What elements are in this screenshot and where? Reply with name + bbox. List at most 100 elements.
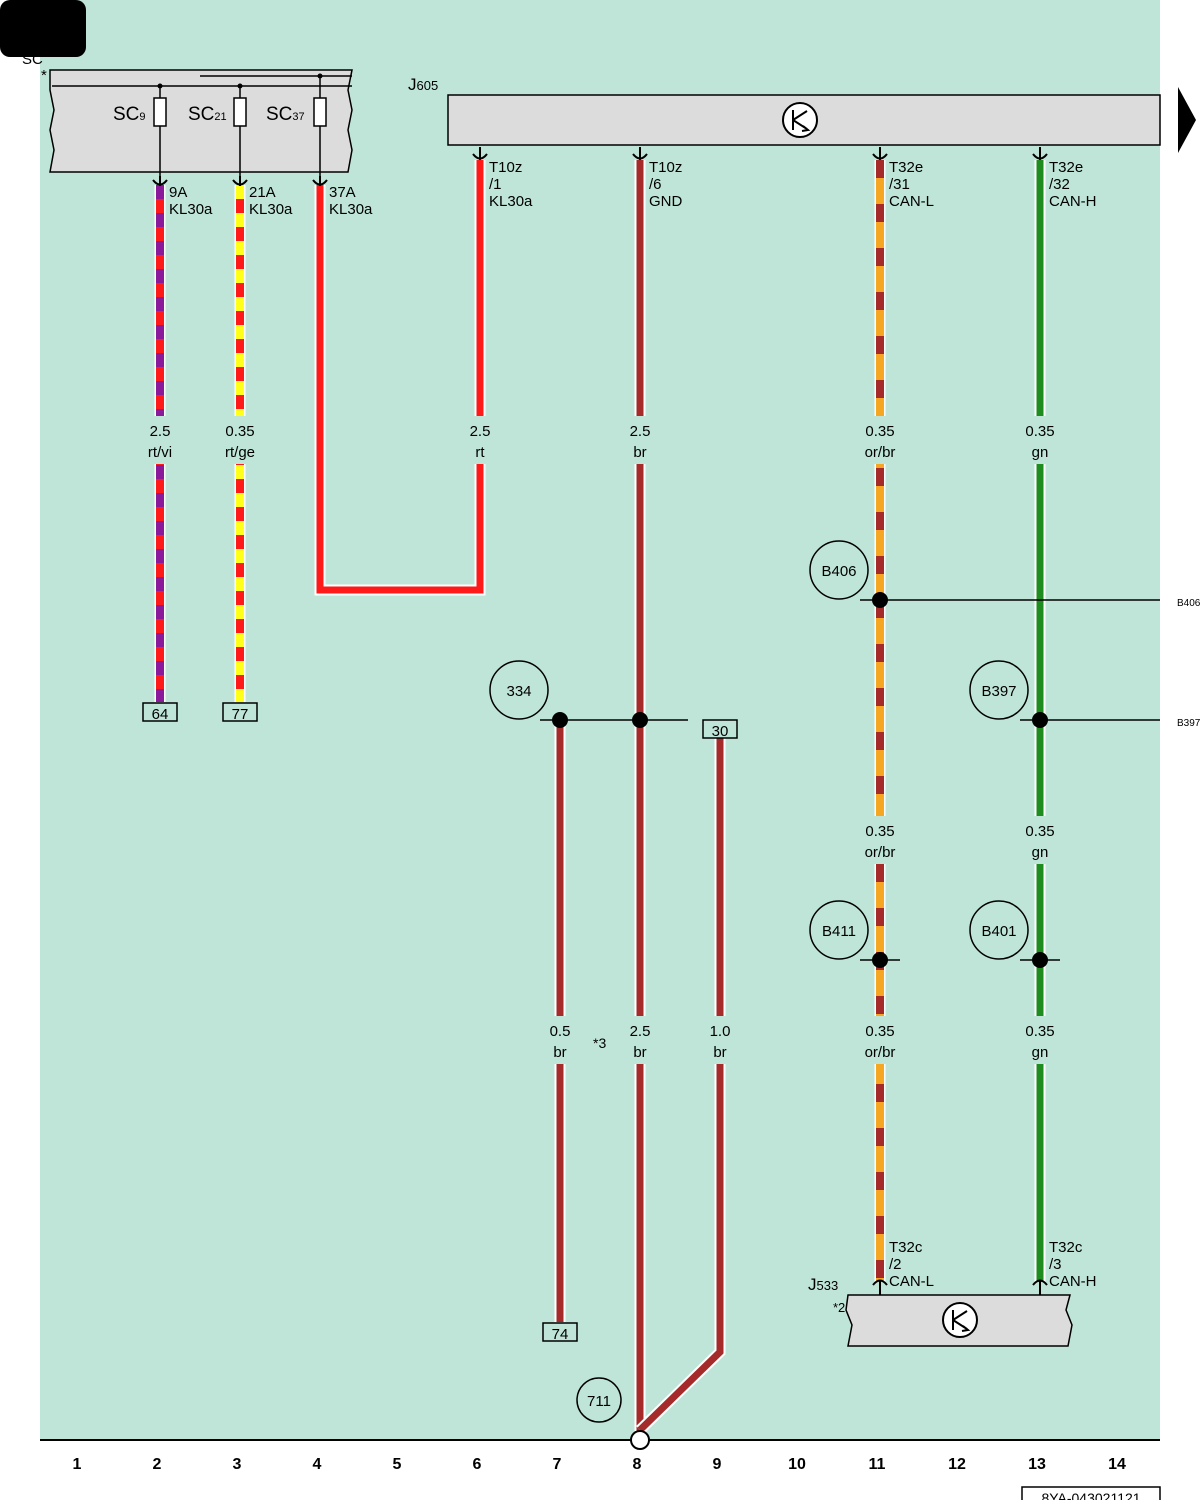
doc-code: 8YA-043021121 <box>1041 1490 1140 1500</box>
wire-color: or/br <box>865 844 896 861</box>
wire-size: 2.5 <box>150 423 171 440</box>
wire-color: br <box>633 444 646 461</box>
fuse-sc21-icon <box>233 97 247 127</box>
wire-label-gaps <box>150 416 1050 1064</box>
svg-text:KL30a: KL30a <box>249 201 293 218</box>
electronic-module-icon <box>782 102 818 138</box>
svg-text:6: 6 <box>473 1456 482 1473</box>
svg-text:37A: 37A <box>329 184 356 201</box>
svg-text:KL30a: KL30a <box>169 201 213 218</box>
wire-color: gn <box>1032 444 1049 461</box>
column-numbers: 1 2 3 4 5 6 7 8 9 10 11 12 13 14 <box>73 1456 1126 1473</box>
module-j533 <box>845 1294 1073 1347</box>
splice-labels: B406 334 B397 B411 B401 711 <box>489 540 1029 1423</box>
svg-text:CAN-L: CAN-L <box>889 193 934 210</box>
svg-text:/31: /31 <box>889 176 910 193</box>
note-3: *3 <box>593 1035 606 1051</box>
wire-color: gn <box>1032 844 1049 861</box>
svg-text:CAN-H: CAN-H <box>1049 1273 1097 1290</box>
wire-color: rt/vi <box>148 444 172 461</box>
svg-text:77: 77 <box>232 706 249 723</box>
svg-text:2: 2 <box>153 1456 162 1473</box>
svg-text:/1: /1 <box>489 176 502 193</box>
fuse-sc9-icon <box>153 97 167 127</box>
wire-color: rt <box>475 444 485 461</box>
fuse-sc37-icon <box>313 97 327 127</box>
sc-title: SC <box>22 51 43 68</box>
module-j605 <box>447 87 1196 153</box>
svg-text:B397: B397 <box>981 683 1016 700</box>
j533-label: J533 <box>808 1275 838 1294</box>
svg-text:14: 14 <box>1108 1456 1126 1473</box>
svg-text:T32c: T32c <box>1049 1239 1083 1256</box>
svg-text:3: 3 <box>233 1456 242 1473</box>
svg-text:1: 1 <box>73 1456 82 1473</box>
continuation-arrow-icon <box>1178 87 1196 153</box>
svg-text:5: 5 <box>393 1456 402 1473</box>
wire-color: or/br <box>865 1044 896 1061</box>
svg-text:B411: B411 <box>822 923 856 940</box>
svg-text:11: 11 <box>869 1456 886 1473</box>
electronic-module-icon <box>942 1302 978 1338</box>
svg-text:8: 8 <box>633 1456 642 1473</box>
wire-size: 0.35 <box>865 423 894 440</box>
svg-text:9A: 9A <box>169 184 187 201</box>
svg-text:/6: /6 <box>649 176 662 193</box>
edge-ref-b406: B406 <box>1177 598 1200 609</box>
j605-pin-labels: T10z /1 KL30a T10z /6 GND T32e /31 CAN-L… <box>489 159 1097 210</box>
svg-text:/2: /2 <box>889 1256 902 1273</box>
fuse-holder-sc <box>49 69 353 178</box>
svg-text:B406: B406 <box>821 563 856 580</box>
doc-code-box <box>1021 1486 1161 1500</box>
fuse-output-labels: 9A KL30a 21A KL30a 37A KL30a <box>169 184 373 218</box>
wire-color: br <box>553 1044 566 1061</box>
wire-size: 2.5 <box>470 423 491 440</box>
svg-text:/3: /3 <box>1049 1256 1062 1273</box>
fuse-sc37-label: SC37 <box>266 104 305 125</box>
fuse-sc21-label: SC21 <box>188 104 227 125</box>
svg-text:334: 334 <box>506 683 531 700</box>
wire-color: br <box>713 1044 726 1061</box>
svg-text:CAN-H: CAN-H <box>1049 193 1097 210</box>
svg-text:T10z: T10z <box>649 159 682 176</box>
svg-text:7: 7 <box>553 1456 562 1473</box>
splice-dots <box>552 592 1048 968</box>
svg-text:T32c: T32c <box>889 1239 923 1256</box>
wire-color: rt/ge <box>225 444 255 461</box>
fuse-sc9-label: SC9 <box>113 104 146 125</box>
j533-note: *2 <box>833 1300 845 1315</box>
connector-pins <box>152 147 1048 1295</box>
reference-boxes: 64 77 30 74 <box>142 702 738 1343</box>
wire-size: 0.35 <box>865 823 894 840</box>
svg-text:30: 30 <box>712 723 729 740</box>
j533-pin-labels: T32c /2 CAN-L T32c /3 CAN-H <box>889 1239 1097 1290</box>
svg-text:T10z: T10z <box>489 159 522 176</box>
wire-size: 0.35 <box>865 1023 894 1040</box>
wire-size: 2.5 <box>630 1023 651 1040</box>
svg-text:KL30a: KL30a <box>489 193 533 210</box>
svg-text:GND: GND <box>649 193 683 210</box>
svg-text:10: 10 <box>788 1456 806 1473</box>
wires <box>154 160 1046 1434</box>
edge-ref-b397: B397 <box>1177 718 1200 729</box>
svg-text:13: 13 <box>1028 1456 1046 1473</box>
svg-text:CAN-L: CAN-L <box>889 1273 934 1290</box>
wire-size: 0.5 <box>550 1023 571 1040</box>
wire-size: 0.35 <box>225 423 254 440</box>
svg-text:/32: /32 <box>1049 176 1070 193</box>
svg-text:711: 711 <box>587 1393 611 1410</box>
svg-text:B401: B401 <box>981 923 1016 940</box>
page-tab-marker <box>0 0 86 57</box>
ground-point <box>630 1430 650 1450</box>
svg-text:T32e: T32e <box>1049 159 1083 176</box>
j605-label: J605 <box>408 75 438 94</box>
wire-size: 0.35 <box>1025 1023 1054 1040</box>
svg-text:74: 74 <box>552 1326 569 1343</box>
svg-text:4: 4 <box>313 1456 322 1473</box>
svg-text:KL30a: KL30a <box>329 201 373 218</box>
svg-text:21A: 21A <box>249 184 276 201</box>
wire-size: 0.35 <box>1025 823 1054 840</box>
wire-labels: 2.5 rt/vi 0.35 rt/ge 2.5 rt 2.5 br 0.35 … <box>148 423 1055 1061</box>
wire-size: 2.5 <box>630 423 651 440</box>
